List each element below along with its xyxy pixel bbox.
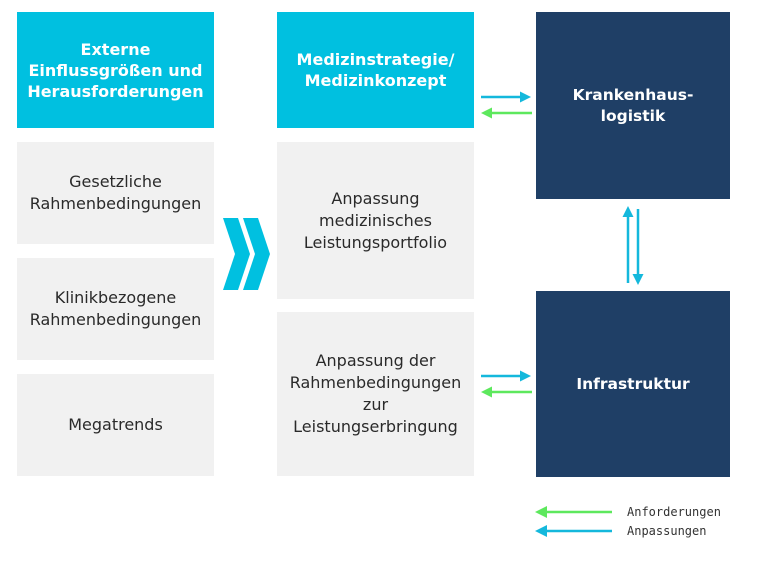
external-factors-header: Externe Einflussgrößen und Herausforderu… (17, 12, 214, 128)
anforderungen-arrow-down (632, 209, 644, 285)
infrastructure-box: Infrastruktur (536, 291, 730, 477)
legend-anpassungen-label: Anpassungen (627, 524, 707, 538)
service-delivery-box: Anpassung der Rahmenbedingungen zur Leis… (277, 312, 474, 476)
legend-anforderungen-label: Anforderungen (627, 505, 721, 519)
megatrends-box: Megatrends (17, 374, 214, 476)
double-chevron-icon (223, 218, 270, 290)
legend-anforderungen-arrow (535, 506, 612, 518)
legend-anpassungen-arrow (535, 525, 612, 537)
anforderungen-arrow-left-top (481, 107, 532, 119)
anpassungen-arrow-up (622, 206, 634, 283)
legal-framework-box: Gesetzliche Rahmenbedingungen (17, 142, 214, 244)
hospital-logistics-box: Krankenhaus- logistik (536, 12, 730, 199)
medical-strategy-header: Medizinstrategie/ Medizinkonzept (277, 12, 474, 128)
anpassungen-arrow-right-top (481, 91, 531, 103)
anforderungen-arrow-left-bottom (481, 386, 532, 398)
service-portfolio-box: Anpassung medizinisches Leistungsportfol… (277, 142, 474, 299)
clinic-framework-box: Klinikbezogene Rahmenbedingungen (17, 258, 214, 360)
anpassungen-arrow-right-bottom (481, 370, 531, 382)
